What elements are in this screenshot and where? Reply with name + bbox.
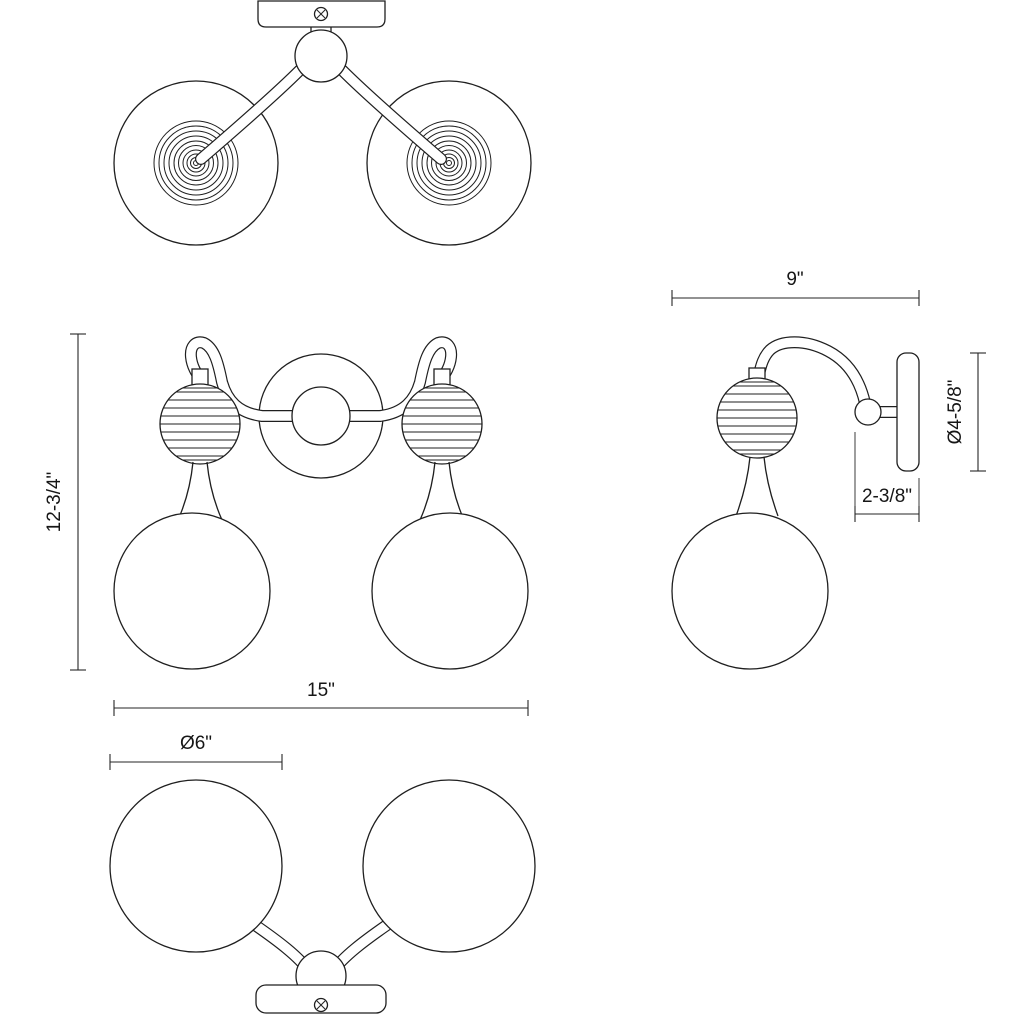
globe-left [109, 779, 283, 953]
backplate [896, 352, 920, 472]
globe-left [113, 512, 271, 670]
neck-left [177, 461, 194, 521]
arm-fill [754, 337, 870, 408]
projection-dimension-label: 9" [786, 269, 803, 290]
width-dimension-label: 15" [307, 680, 335, 701]
globe-right [371, 512, 529, 670]
neck-left [206, 461, 223, 521]
globe [671, 512, 829, 670]
ribbed-ball-right [401, 383, 483, 465]
shade-outline-right [366, 80, 532, 246]
canopy-screw [313, 997, 329, 1013]
bottom-view: Ø6" [109, 733, 536, 1014]
ribbed-ball [716, 377, 798, 459]
side-view: 9" Ø4-5/8" 2-3/8" [671, 269, 986, 670]
mount-ball [294, 29, 348, 83]
pivot-hub [854, 398, 882, 426]
height-dimension: 12-3/4" [44, 333, 86, 671]
ball-cap-left [191, 368, 209, 386]
ribbed-ball-left [159, 383, 241, 465]
ball-cap-right [433, 368, 451, 386]
globe-diameter-dimension: Ø6" [109, 733, 283, 770]
front-view: 12-3/4" 15" [44, 333, 529, 716]
canopy-screw [313, 6, 329, 22]
neck-right [448, 461, 465, 521]
arm-left-fill [196, 65, 305, 164]
backplate-depth-label: 2-3/8" [862, 486, 912, 507]
globe-diameter-label: Ø6" [180, 733, 212, 754]
projection-dimension: 9" [671, 269, 920, 306]
width-dimension: 15" [113, 680, 529, 716]
globe-right [362, 779, 536, 953]
backplate-diameter-dimension: Ø4-5/8" [945, 352, 986, 472]
neck [763, 456, 779, 517]
backplate-depth-dimension: 2-3/8" [854, 432, 920, 522]
neck [735, 456, 751, 517]
height-dimension-label: 12-3/4" [44, 472, 65, 533]
center-hub [291, 386, 351, 446]
top-view [113, 0, 532, 246]
neck-right [419, 461, 436, 521]
backplate-diameter-label: Ø4-5/8" [945, 380, 966, 445]
arm-right-fill [337, 65, 446, 164]
